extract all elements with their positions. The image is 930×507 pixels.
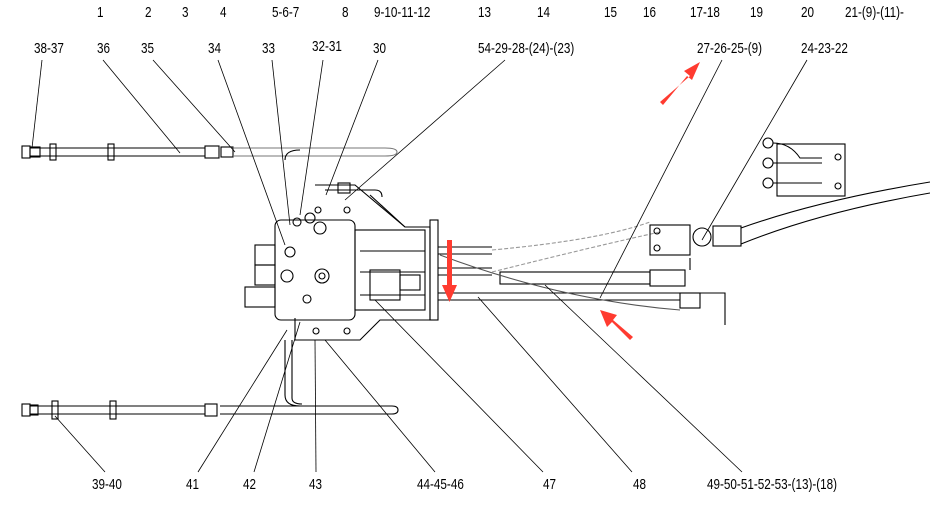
red-arrow-bottom	[600, 310, 633, 340]
callout-42: 42	[243, 476, 257, 493]
top-label-5: 5-6-7	[272, 4, 300, 21]
callout-39-40: 39-40	[92, 476, 122, 493]
callout-48: 48	[633, 476, 647, 493]
top-label-9: 14	[537, 4, 551, 21]
callout-43: 43	[309, 476, 323, 493]
top-label-14: 20	[801, 4, 815, 21]
callout-24-23-22: 24-23-22	[801, 40, 848, 57]
callout-34: 34	[208, 40, 222, 57]
top-label-12: 17-18	[690, 4, 720, 21]
top-label-2: 2	[145, 4, 152, 21]
leader-lines	[31, 59, 808, 473]
red-arrow-middle	[442, 240, 457, 302]
top-label-15: 21-(9)-(11)-	[845, 4, 904, 21]
top-right-plate	[762, 137, 846, 197]
callout-49-53: 49-50-51-52-53-(13)-(18)	[707, 476, 838, 493]
control-cables	[360, 219, 726, 325]
top-label-11: 16	[643, 4, 657, 21]
callout-44-45-46: 44-45-46	[417, 476, 464, 493]
top-label-1: 1	[97, 4, 104, 21]
callout-54-29-28: 54-29-28-(24)-(23)	[478, 40, 575, 57]
callout-36: 36	[97, 40, 111, 57]
red-arrow-top	[660, 62, 700, 105]
top-label-13: 19	[750, 4, 764, 21]
top-label-8: 13	[478, 4, 492, 21]
valve-mounting-plate	[244, 182, 431, 341]
callout-41: 41	[186, 476, 200, 493]
callout-30: 30	[373, 40, 387, 57]
top-label-10: 15	[604, 4, 618, 21]
callout-32-31: 32-31	[312, 38, 342, 55]
callout-27-26-25: 27-26-25-(9)	[697, 40, 763, 57]
callout-35: 35	[141, 40, 155, 57]
right-bracket-assembly	[649, 181, 930, 270]
top-label-7: 9-10-11-12	[374, 4, 431, 21]
top-label-6: 8	[342, 4, 349, 21]
callout-47: 47	[543, 476, 557, 493]
lower-left-pipe	[21, 340, 399, 420]
top-label-3: 3	[182, 4, 189, 21]
callout-33: 33	[262, 40, 276, 57]
top-label-4: 4	[220, 4, 227, 21]
callout-38-37: 38-37	[34, 40, 64, 57]
